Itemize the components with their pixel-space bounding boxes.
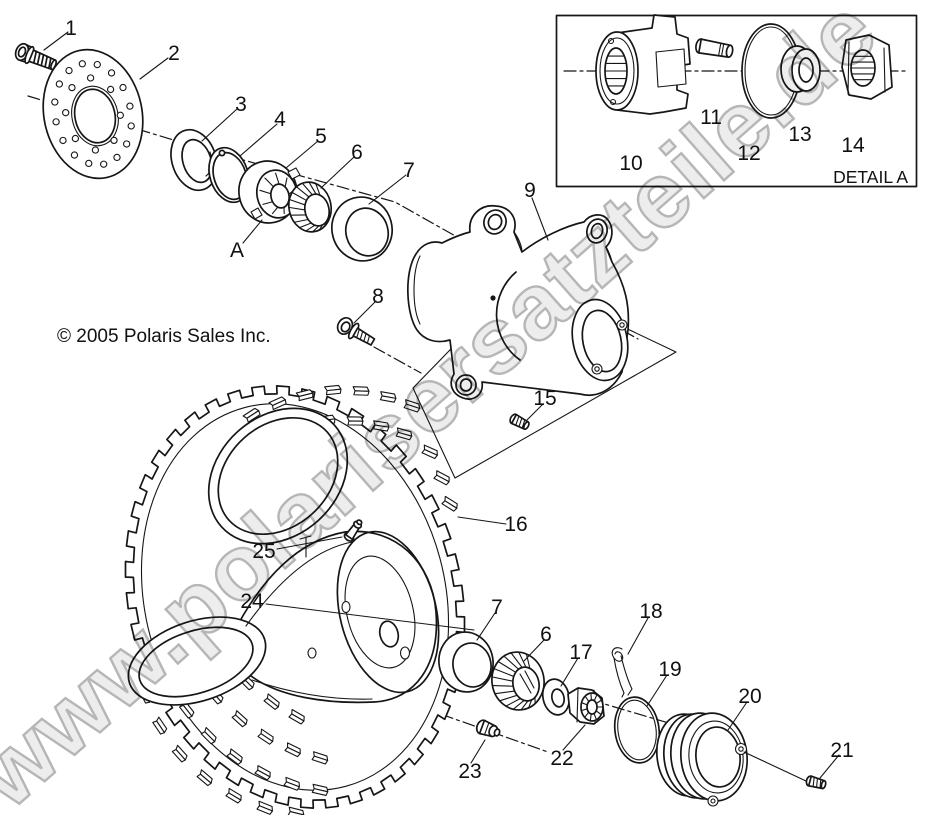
tread-block <box>287 806 305 815</box>
tread-block <box>395 427 413 441</box>
brake-disc-drawing <box>42 48 144 180</box>
callout-12: 12 <box>737 142 760 165</box>
callout-14: 14 <box>841 134 865 157</box>
pin-11-drawing <box>695 38 734 58</box>
cotter-pin-18-drawing <box>611 647 633 698</box>
tread-block <box>441 495 458 512</box>
callout-10: 10 <box>619 152 642 175</box>
bolt-8-drawing <box>336 316 376 346</box>
callout-18: 18 <box>639 600 662 623</box>
callout-23: 23 <box>458 760 481 783</box>
callout-7: 7 <box>491 596 503 619</box>
spindle-nut-22-drawing <box>567 687 605 725</box>
callout-13: 13 <box>788 123 811 146</box>
callout-1: 1 <box>65 17 77 40</box>
tread-block <box>295 389 314 402</box>
tread-block <box>346 416 364 426</box>
tread-block <box>421 444 438 460</box>
tread-block <box>284 742 301 758</box>
tread-block <box>226 748 243 765</box>
callout-20: 20 <box>738 685 761 708</box>
tread-block <box>196 769 213 787</box>
spacer-ring-7b-drawing <box>438 631 494 693</box>
tread-block <box>283 776 301 791</box>
callout-21: 21 <box>830 739 853 762</box>
detail-a-label: DETAIL A <box>833 167 908 187</box>
callout-2: 2 <box>168 42 180 65</box>
tread-block <box>256 800 273 815</box>
leader-lines <box>43 31 872 782</box>
tread-block <box>257 728 274 745</box>
washer-12-drawing <box>741 23 801 119</box>
tread-block <box>152 716 168 735</box>
tread-block <box>403 399 421 413</box>
o-ring-19-drawing <box>613 696 661 764</box>
set-screw-15-drawing <box>509 413 530 431</box>
callout-5: 5 <box>315 125 327 148</box>
callout-6: 6 <box>540 623 552 646</box>
callout-11: 11 <box>700 106 722 129</box>
callout-4: 4 <box>274 108 286 131</box>
tread-block <box>288 708 305 725</box>
callout-24: 24 <box>240 590 264 613</box>
tread-block <box>379 391 397 403</box>
tread-block <box>268 396 287 411</box>
spacer-ring-7-drawing <box>331 196 393 262</box>
tread-block <box>433 470 450 486</box>
callout-7: 7 <box>403 159 415 182</box>
callout-A: A <box>230 239 244 262</box>
tread-block <box>372 420 390 432</box>
mounting-bolt-1-drawing <box>14 42 58 71</box>
wheel-rim-drawing <box>127 519 440 706</box>
tread-block <box>311 783 329 797</box>
tread-block <box>200 726 217 745</box>
callout-22: 22 <box>550 747 573 770</box>
taper-bearing-6b-drawing <box>491 651 545 711</box>
callout-19: 19 <box>658 658 681 681</box>
callout-6: 6 <box>351 141 363 164</box>
callout-8: 8 <box>372 285 384 308</box>
tread-block <box>242 407 261 423</box>
hex-nut-14-drawing <box>841 34 893 100</box>
valve-cap-23-drawing <box>475 719 501 738</box>
callout-17: 17 <box>569 641 592 664</box>
tread-block <box>225 787 242 804</box>
spacer-13-drawing <box>780 45 821 93</box>
bolt-21-drawing <box>805 775 827 790</box>
hub-carrier-drawing <box>407 205 630 400</box>
tread-block <box>311 751 329 765</box>
hub-retainer-10-drawing <box>595 14 691 115</box>
taper-bearing-6-drawing <box>287 181 333 233</box>
callout-3: 3 <box>235 93 247 116</box>
tread-block <box>324 384 342 396</box>
callout-16: 16 <box>504 513 527 536</box>
valve-stem-drawing <box>343 519 363 542</box>
copyright-text: © 2005 Polaris Sales Inc. <box>57 326 271 347</box>
tread-block <box>231 710 248 728</box>
detail-a-inset: DETAIL A <box>555 14 918 188</box>
seal-3-drawing <box>170 128 218 192</box>
tread-block <box>263 693 280 711</box>
tread-block <box>171 744 188 763</box>
tread-block <box>352 386 370 396</box>
hub-cap-20-drawing <box>655 712 748 807</box>
callout-9: 9 <box>524 179 536 202</box>
callout-25: 25 <box>252 540 275 563</box>
tread-block <box>254 765 271 781</box>
callout-15: 15 <box>533 387 556 410</box>
